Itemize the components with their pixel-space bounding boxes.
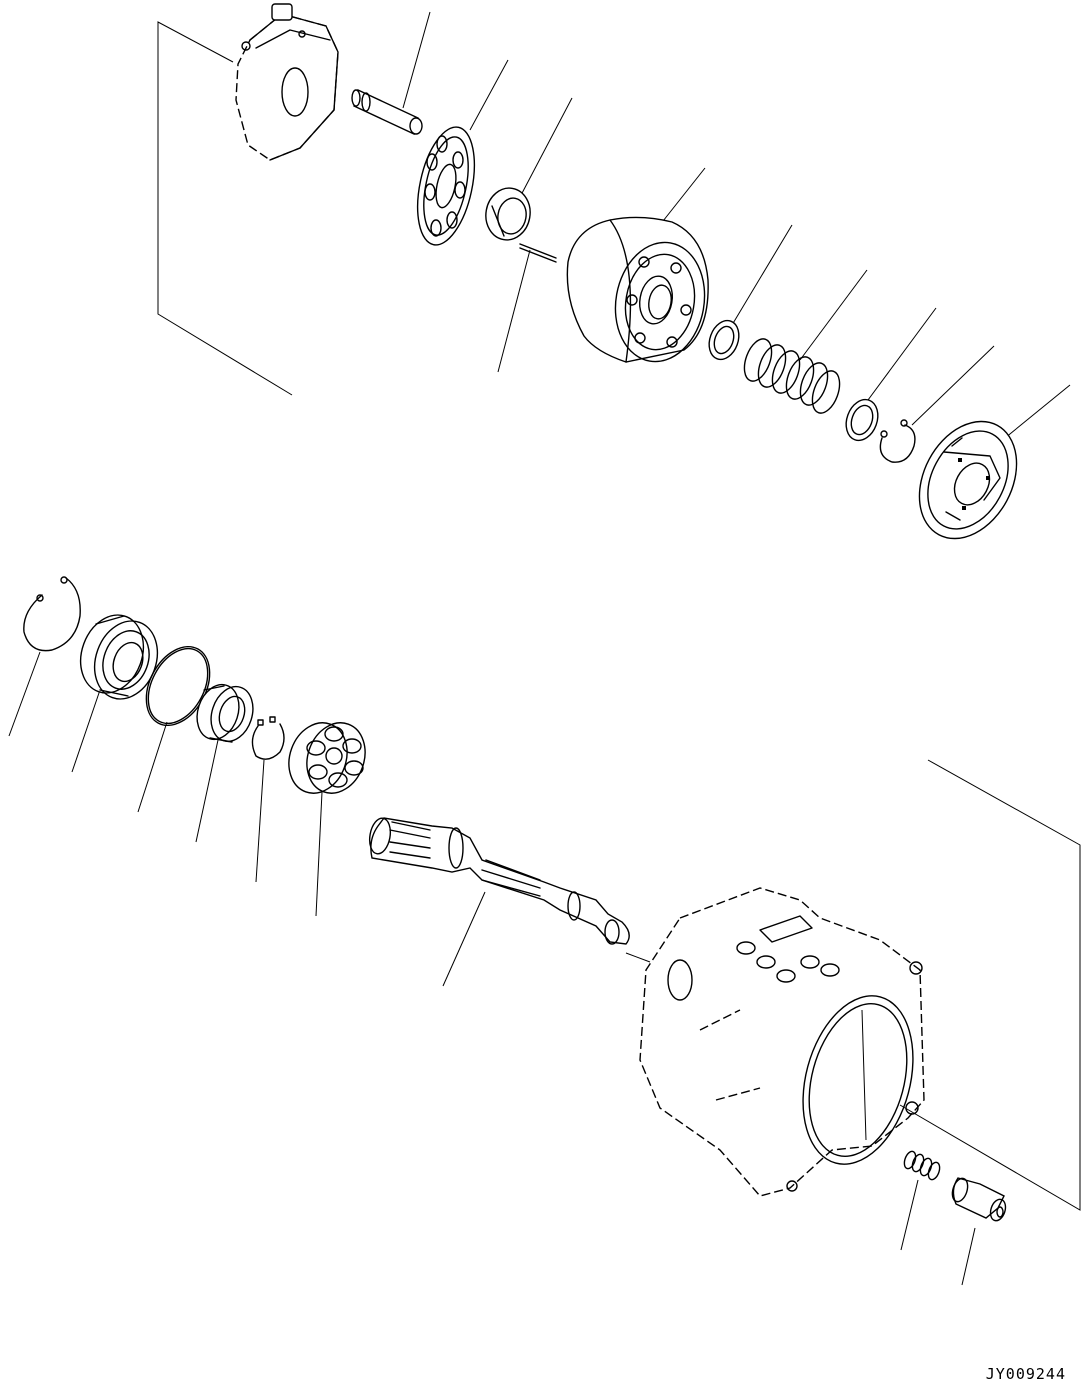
snap-ring-large <box>23 576 81 652</box>
pump-housing <box>639 887 925 1197</box>
valve-plate <box>918 420 1018 540</box>
ball-bearing <box>288 722 366 794</box>
cylinder-block <box>566 216 709 363</box>
small-pin <box>519 243 557 263</box>
roller-bearing <box>196 683 254 743</box>
seal-housing <box>79 614 159 700</box>
drawing-code: JY009244 <box>985 1365 1066 1383</box>
washer-2 <box>845 398 879 442</box>
snap-ring-small <box>251 716 285 760</box>
leader-lines <box>8 11 1071 1286</box>
retainer-plate <box>416 126 476 246</box>
assembly-frame-lines <box>157 21 1081 1211</box>
plunger <box>951 1177 1007 1222</box>
snap-ring-upper <box>879 419 916 463</box>
washer-1 <box>708 319 740 361</box>
small-spring <box>903 1150 941 1181</box>
center-pin <box>351 89 423 135</box>
end-cover <box>235 3 339 161</box>
spherical-bushing <box>485 187 531 241</box>
drive-shaft <box>368 817 630 945</box>
coil-spring <box>743 338 841 414</box>
